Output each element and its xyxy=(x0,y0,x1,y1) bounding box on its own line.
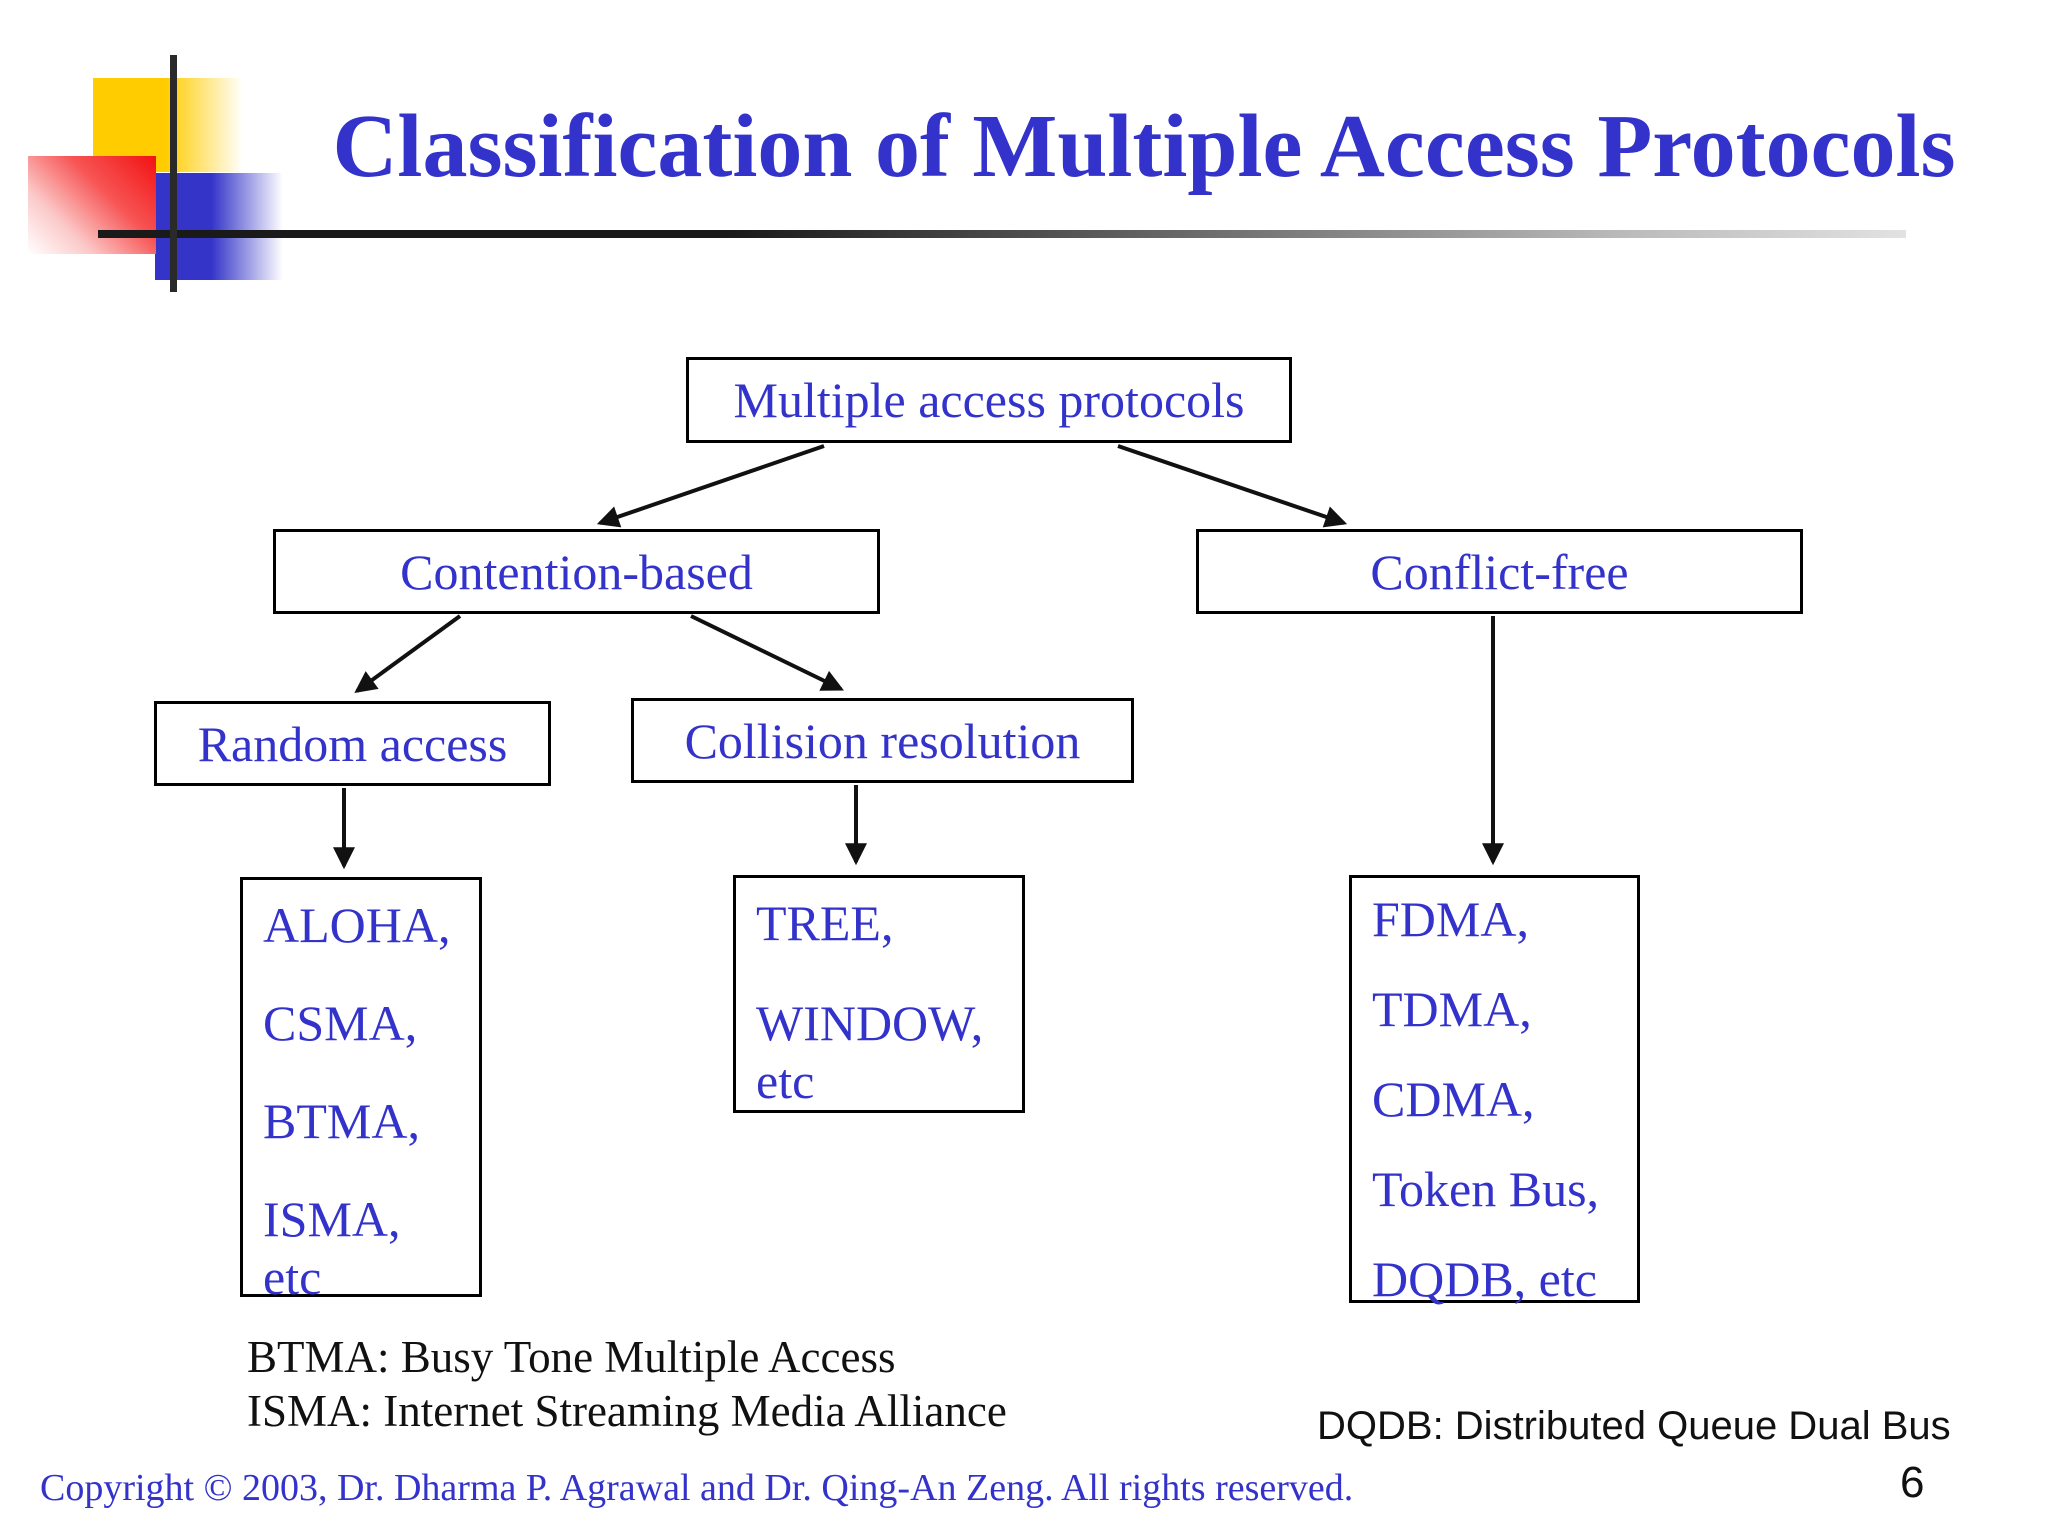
btma-abbreviation-note: BTMA: Busy Tone Multiple Access xyxy=(247,1332,896,1382)
edge-root-contention xyxy=(596,444,825,528)
isma-abbreviation-note: ISMA: Internet Streaming Media Alliance xyxy=(247,1386,1007,1436)
list-item: ALOHA, xyxy=(263,897,451,953)
list-item: Token Bus, xyxy=(1372,1161,1600,1217)
list-item: CDMA, xyxy=(1372,1071,1535,1127)
list-item: FDMA, xyxy=(1372,891,1529,947)
list-item: ISMA, xyxy=(263,1191,401,1247)
edge-contention-random xyxy=(354,614,462,693)
node-random-access-examples: ALOHA, CSMA, BTMA, ISMA, etc xyxy=(240,877,482,1305)
node-label: Random access xyxy=(197,715,508,772)
edge-root-conflict xyxy=(1117,444,1348,528)
list-item: BTMA, xyxy=(263,1093,420,1149)
page-number: 6 xyxy=(1900,1458,1925,1507)
edge-contention-collision xyxy=(690,614,844,691)
list-item: CSMA, xyxy=(263,995,418,1051)
node-random-access: Random access xyxy=(154,701,551,786)
node-conflict-free: Conflict-free xyxy=(1196,529,1803,614)
list-item: etc xyxy=(756,1053,815,1109)
node-conflict-free-examples: FDMA, TDMA, CDMA, Token Bus, DQDB, etc xyxy=(1349,875,1640,1307)
list-item: DQDB, etc xyxy=(1372,1251,1597,1307)
list-item: TREE, xyxy=(756,895,894,951)
node-collision-resolution-examples: TREE, WINDOW, etc xyxy=(733,875,1025,1113)
slide-title: Classification of Multiple Access Protoc… xyxy=(332,97,1956,196)
node-contention-based: Contention-based xyxy=(273,529,880,614)
dqdb-abbreviation-note: DQDB: Distributed Queue Dual Bus xyxy=(1317,1404,1951,1448)
copyright-footer: Copyright © 2003, Dr. Dharma P. Agrawal … xyxy=(40,1467,1354,1509)
node-label: Multiple access protocols xyxy=(733,372,1245,428)
list-item: etc xyxy=(263,1249,322,1305)
title-underline-rule xyxy=(98,230,1906,238)
vertical-rule-decoration xyxy=(170,55,177,292)
list-item: WINDOW, xyxy=(756,995,984,1051)
node-label: Contention-based xyxy=(400,543,753,600)
node-label: Conflict-free xyxy=(1370,543,1629,600)
node-multiple-access-protocols: Multiple access protocols xyxy=(686,357,1292,443)
node-label: Collision resolution xyxy=(684,712,1081,769)
list-item: TDMA, xyxy=(1372,981,1532,1037)
node-collision-resolution: Collision resolution xyxy=(631,698,1134,783)
